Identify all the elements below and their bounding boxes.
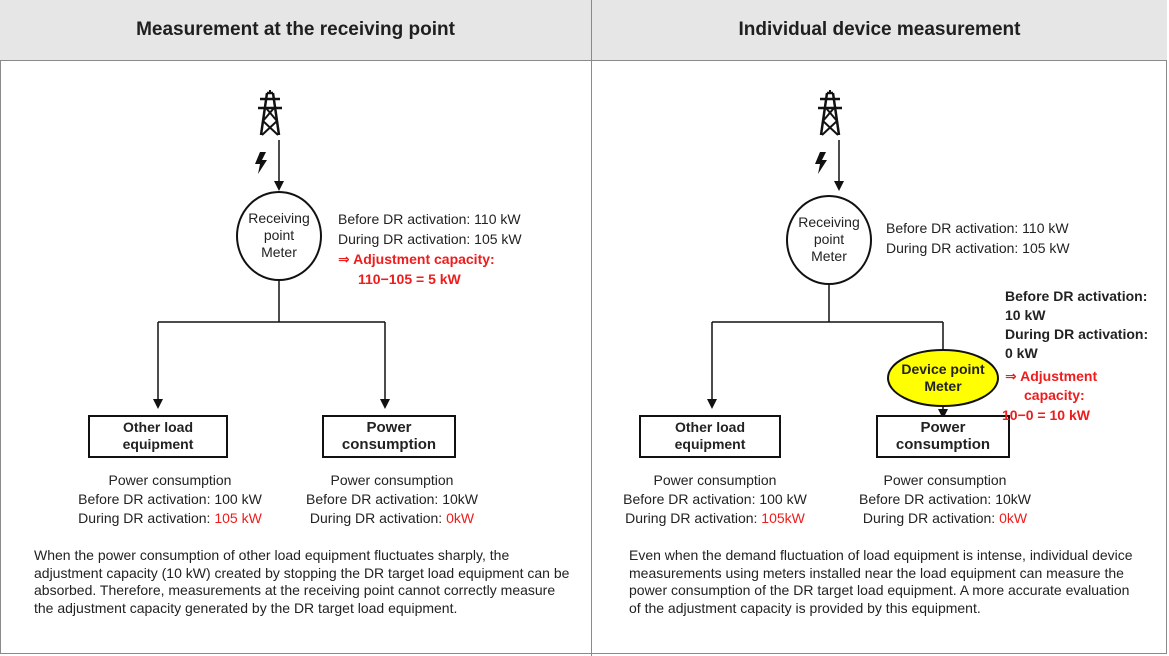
right-tower-icon (816, 88, 844, 137)
right-adjustment-line3: 10−0 = 10 kW (1002, 407, 1090, 423)
panel-divider (591, 0, 592, 656)
left-power-before: Before DR activation: 10kW (306, 491, 478, 507)
right-adjustment-line2: capacity: (1024, 387, 1085, 403)
right-device-during-label: During DR activation: (1005, 326, 1149, 342)
left-adjustment-line1: ⇒ Adjustment capacity: (338, 251, 495, 267)
left-explanation: When the power consumption of other load… (34, 547, 570, 616)
right-adjustment-line1: ⇒ Adjustment (1005, 368, 1098, 384)
left-power-during: During DR activation: 0kW (309, 510, 475, 526)
right-info-during: During DR activation: 105 kW (886, 240, 1070, 256)
right-box-other-load (639, 415, 781, 458)
right-other-during-value: 105kW (761, 510, 805, 526)
right-power-before: Before DR activation: 10kW (859, 491, 1031, 507)
left-meter-label: Receiving point Meter (248, 210, 310, 260)
left-box-power (322, 415, 456, 458)
left-box-other-load (88, 415, 228, 458)
left-other-title: Power consumption (108, 472, 232, 488)
left-panel-title: Measurement at the receiving point (0, 0, 592, 61)
left-tower-icon (256, 88, 284, 137)
right-explanation: Even when the demand fluctuation of load… (629, 547, 1133, 616)
right-bolt-icon (815, 152, 827, 174)
right-device-before-value: 10 kW (1005, 307, 1046, 323)
right-meter-label: Receiving point Meter (798, 214, 860, 264)
left-adjustment-line2: 110−105 = 5 kW (358, 271, 461, 287)
left-power-title: Power consumption (330, 472, 454, 488)
right-info-before: Before DR activation: 110 kW (886, 220, 1069, 236)
right-other-during: During DR activation: 105kW (625, 510, 805, 526)
right-other-title: Power consumption (653, 472, 777, 488)
left-info-before: Before DR activation: 110 kW (338, 211, 521, 227)
right-other-before: Before DR activation: 100 kW (623, 491, 807, 507)
right-device-during-value: 0 kW (1005, 345, 1038, 361)
right-box-power (876, 415, 1010, 458)
right-power-during: During DR activation: 0kW (862, 510, 1028, 526)
left-power-during-value: 0kW (446, 510, 475, 526)
right-power-title: Power consumption (883, 472, 1007, 488)
left-bolt-icon (255, 152, 267, 174)
left-info-during: During DR activation: 105 kW (338, 231, 522, 247)
right-power-during-value: 0kW (999, 510, 1028, 526)
left-other-before: Before DR activation: 100 kW (78, 491, 262, 507)
right-panel-title: Individual device measurement (592, 0, 1167, 61)
left-other-during-value: 105 kW (214, 510, 262, 526)
left-other-during: During DR activation: 105 kW (78, 510, 262, 526)
right-device-before-label: Before DR activation: (1005, 288, 1148, 304)
